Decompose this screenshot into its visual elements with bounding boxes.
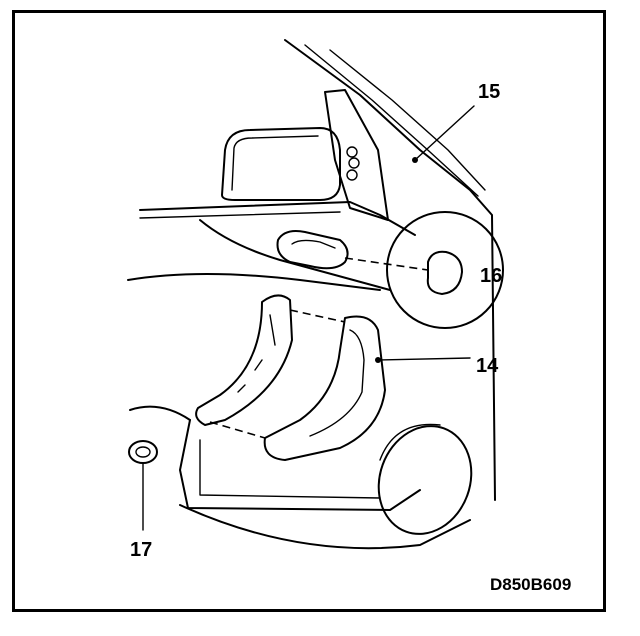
window-pillar-trim (324, 89, 389, 221)
detail-circle (344, 211, 504, 329)
callout-17: 17 (130, 539, 152, 561)
callout-15: 15 (478, 81, 500, 103)
mirror (221, 127, 341, 201)
diagram-frame (12, 10, 606, 612)
trim-clip (128, 440, 158, 531)
door-panel (127, 219, 471, 550)
figure-code: D850B609 (490, 575, 571, 594)
callout-16: 16 (480, 265, 502, 287)
speaker (377, 423, 473, 535)
armrest (195, 294, 386, 461)
leader-lines (375, 105, 475, 363)
callout-14: 14 (476, 355, 499, 377)
door-frame (139, 39, 496, 501)
door-handle (276, 230, 349, 270)
